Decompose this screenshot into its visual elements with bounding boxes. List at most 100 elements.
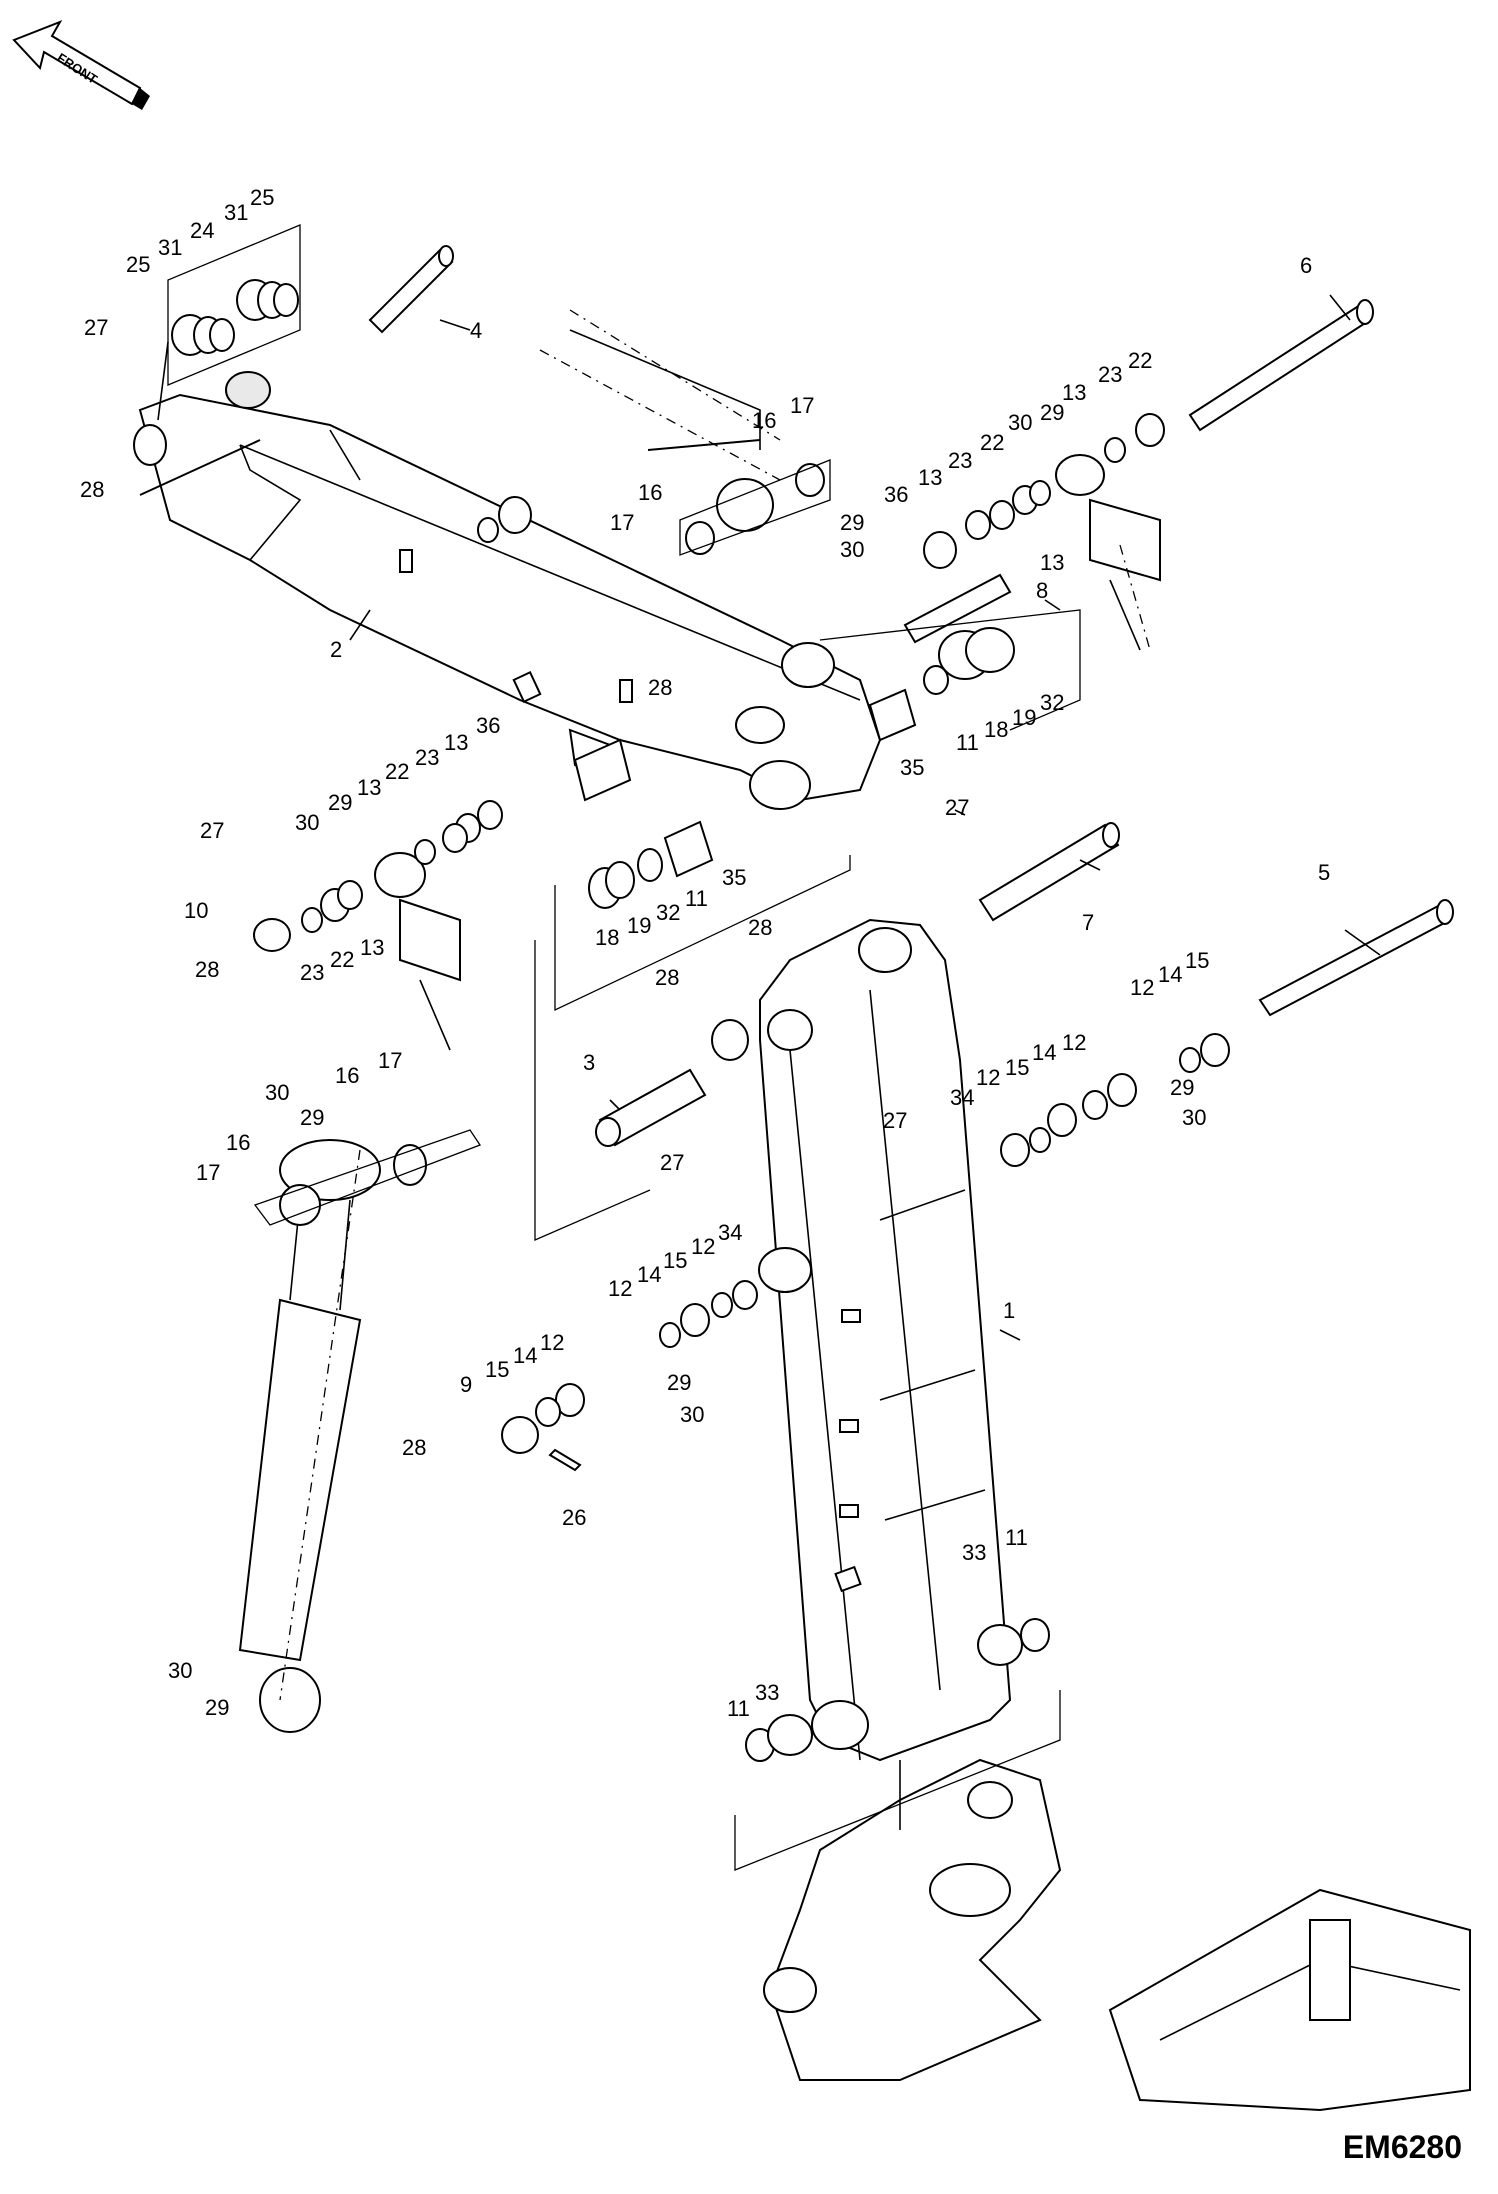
pin-7 (978, 822, 1120, 922)
callout-17: 17 (610, 510, 634, 535)
callout-28: 28 (195, 957, 219, 982)
callout-30: 30 (1182, 1105, 1206, 1130)
callout-30: 30 (840, 537, 864, 562)
callout-17: 17 (378, 1048, 402, 1073)
callout-15: 15 (485, 1357, 509, 1382)
pin-8 (903, 573, 1012, 644)
callout-30: 30 (168, 1658, 192, 1683)
callout-28: 28 (648, 675, 672, 700)
pin-3 (595, 1068, 707, 1147)
callout-14: 14 (1158, 962, 1182, 987)
callout-16: 16 (226, 1130, 250, 1155)
cylinder-lower-left (238, 1139, 381, 1733)
callout-18: 18 (984, 717, 1008, 742)
callout-29: 29 (1170, 1075, 1194, 1100)
callout-29: 29 (328, 790, 352, 815)
callout-36: 36 (476, 713, 500, 738)
callout-27: 27 (945, 795, 969, 820)
callout-17: 17 (790, 393, 814, 418)
callout-11: 11 (727, 1696, 750, 1721)
callout-29: 29 (205, 1695, 229, 1720)
callout-8: 8 (1036, 578, 1048, 603)
callout-2: 2 (330, 637, 342, 662)
callout-4: 4 (470, 318, 482, 343)
callout-22: 22 (385, 759, 409, 784)
callout-29: 29 (1040, 400, 1064, 425)
callout-16: 16 (335, 1063, 359, 1088)
callout-12: 12 (608, 1276, 632, 1301)
callout-19: 19 (1012, 705, 1036, 730)
callout-13: 13 (1040, 550, 1064, 575)
callout-26: 26 (562, 1505, 586, 1530)
callout-25: 25 (126, 252, 150, 277)
callout-25: 25 (250, 185, 274, 210)
callout-28: 28 (80, 477, 104, 502)
callout-9: 9 (460, 1372, 472, 1397)
callout-3: 3 (583, 1050, 595, 1075)
callout-15: 15 (1005, 1055, 1029, 1080)
callout-34: 34 (718, 1220, 742, 1245)
callout-14: 14 (1032, 1040, 1056, 1065)
callout-30: 30 (680, 1402, 704, 1427)
callout-14: 14 (513, 1343, 537, 1368)
callout-27: 27 (883, 1108, 907, 1133)
callout-29: 29 (667, 1370, 691, 1395)
callout-12: 12 (540, 1330, 564, 1355)
boom-1 (758, 918, 1012, 1762)
callout-13: 13 (360, 935, 384, 960)
callout-5: 5 (1318, 860, 1330, 885)
bracket-frames (167, 224, 1081, 1871)
callout-19: 19 (627, 913, 651, 938)
callout-11: 11 (685, 886, 708, 911)
callout-27: 27 (84, 315, 108, 340)
callout-22: 22 (1128, 348, 1152, 373)
callout-17: 17 (196, 1160, 220, 1185)
callout-12: 12 (976, 1065, 1000, 1090)
callout-13: 13 (357, 775, 381, 800)
arm-2 (133, 371, 882, 810)
pin-5 (1258, 899, 1454, 1017)
callout-29: 29 (300, 1105, 324, 1130)
callout-1: 1 (1003, 1298, 1015, 1323)
callout-16: 16 (638, 480, 662, 505)
callout-30: 30 (265, 1080, 289, 1105)
front-arrow: FRONT (12, 20, 150, 110)
callout-33: 33 (962, 1540, 986, 1565)
callout-16: 16 (752, 408, 776, 433)
callout-36: 36 (884, 482, 908, 507)
callout-28: 28 (402, 1435, 426, 1460)
callout-28: 28 (748, 915, 772, 940)
callout-29: 29 (840, 510, 864, 535)
chassis-base (763, 1758, 1471, 2112)
callout-14: 14 (637, 1262, 661, 1287)
callout-10: 10 (184, 898, 208, 923)
callout-27: 27 (200, 818, 224, 843)
pin-6 (1188, 299, 1374, 432)
callout-30: 30 (1008, 410, 1032, 435)
callout-22: 22 (980, 430, 1004, 455)
cylinder-upper-right (1055, 454, 1161, 651)
callout-12: 12 (691, 1234, 715, 1259)
callout-35: 35 (722, 865, 746, 890)
callout-7: 7 (1082, 910, 1094, 935)
callout-23: 23 (415, 745, 439, 770)
callout-27: 27 (660, 1150, 684, 1175)
leader-lines (157, 294, 1381, 1341)
callout-34: 34 (950, 1085, 974, 1110)
callout-31: 31 (224, 200, 248, 225)
callout-13: 13 (444, 730, 468, 755)
callout-13: 13 (918, 465, 942, 490)
callout-13: 13 (1062, 380, 1086, 405)
callout-22: 22 (330, 947, 354, 972)
callout-11: 11 (956, 730, 979, 755)
callout-28: 28 (655, 965, 679, 990)
callout-11: 11 (1005, 1525, 1028, 1550)
callout-35: 35 (900, 755, 924, 780)
callout-12: 12 (1062, 1030, 1086, 1055)
callout-23: 23 (300, 960, 324, 985)
callout-32: 32 (656, 900, 680, 925)
callout-15: 15 (663, 1248, 687, 1273)
callout-32: 32 (1040, 690, 1064, 715)
callout-15: 15 (1185, 948, 1209, 973)
